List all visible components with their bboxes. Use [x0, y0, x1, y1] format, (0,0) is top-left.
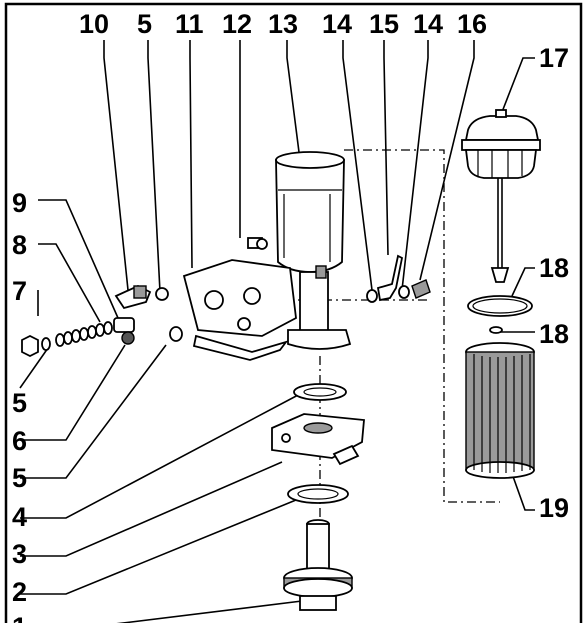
- seal-ring-14b: [398, 285, 410, 299]
- callout-3: 3: [12, 539, 27, 569]
- callout-10: 10: [79, 9, 109, 39]
- callout-18-upper: 18: [539, 253, 569, 283]
- oil-cooler: [271, 413, 365, 466]
- callout-8: 8: [12, 230, 27, 260]
- filter-element: [465, 342, 535, 479]
- o-ring-upper: [467, 295, 533, 317]
- callout-1: 1: [12, 612, 27, 623]
- diagram-frame: [4, 2, 583, 623]
- callout-4: 4: [12, 502, 27, 532]
- callout-12: 12: [222, 9, 252, 39]
- assembly-centerlines: [190, 149, 500, 580]
- seal-ring-14a: [366, 289, 378, 303]
- filter-housing: [275, 151, 352, 350]
- callout-13: 13: [268, 9, 298, 39]
- gasket-upper: [293, 383, 347, 401]
- callout-16: 16: [457, 9, 487, 39]
- leader-lines: [19, 40, 535, 623]
- bracket-assembly: [182, 237, 297, 361]
- gasket-lower: [287, 484, 349, 504]
- threaded-plug: [411, 279, 431, 299]
- callout-18-lower: 18: [539, 319, 569, 349]
- gasket-lower-inner: [297, 488, 339, 500]
- o-ring-upper-inner: [472, 298, 528, 314]
- callout-14-left: 14: [322, 9, 352, 39]
- valve-piston: [113, 317, 135, 333]
- plug-bolt: [21, 334, 39, 358]
- callout-6: 6: [12, 426, 27, 456]
- callout-14-right: 14: [413, 9, 443, 39]
- callout-17: 17: [539, 43, 569, 73]
- callout-5-left: 5: [12, 388, 27, 418]
- callout-11: 11: [175, 9, 204, 39]
- callout-15: 15: [369, 9, 399, 39]
- callout-19: 19: [539, 493, 569, 523]
- check-valve: [376, 254, 404, 302]
- callout-5-middle: 5: [12, 463, 27, 493]
- seal-washer-top: [155, 287, 169, 301]
- seal-washer-middle: [169, 326, 183, 342]
- callout-5-top: 5: [137, 9, 152, 39]
- gasket-upper-inner: [303, 387, 337, 397]
- pressure-switch: [114, 285, 152, 310]
- callout-7: 7: [12, 276, 27, 306]
- hollow-bolt: [283, 519, 353, 611]
- callout-2: 2: [12, 577, 27, 607]
- screw-plug: [121, 331, 135, 345]
- seal-washer-left: [41, 337, 51, 351]
- o-ring-small: [489, 326, 503, 334]
- callout-9: 9: [12, 188, 27, 218]
- filter-cap: [461, 109, 541, 283]
- valve-spring: [55, 321, 113, 347]
